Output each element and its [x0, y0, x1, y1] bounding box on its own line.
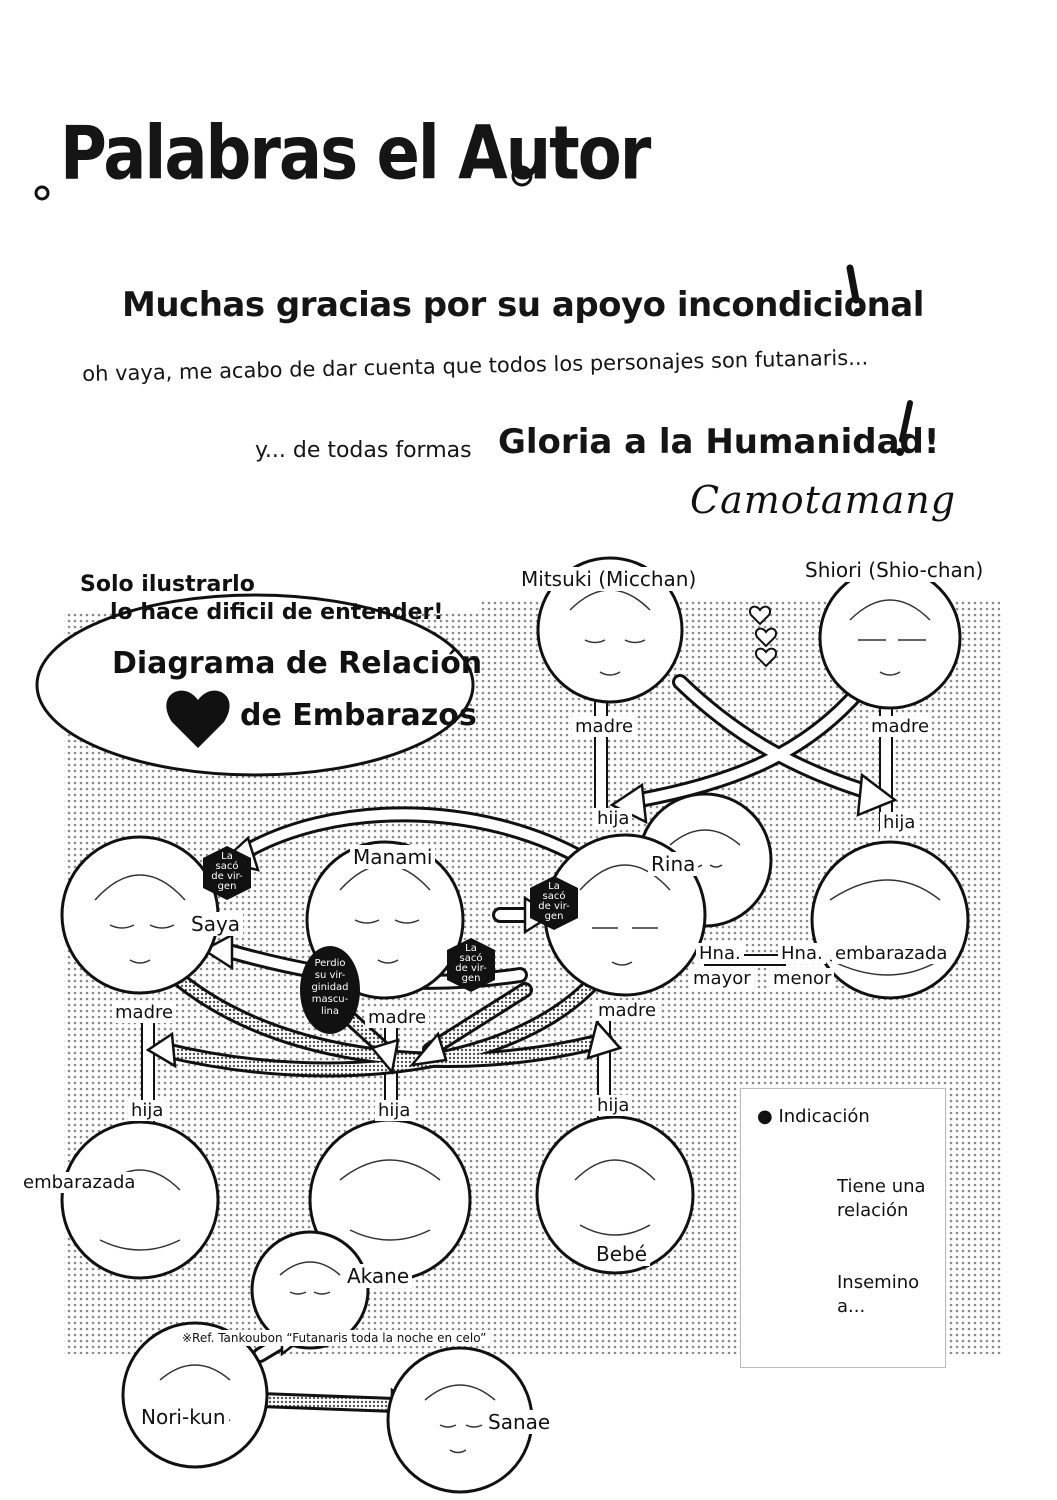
diagram-title-line-2: de Embarazos	[240, 698, 477, 733]
title-dot-right	[511, 165, 533, 187]
name-sanae: Sanae	[485, 1410, 554, 1434]
label-madre-main: madre	[595, 1000, 660, 1021]
anyway-prefix: y... de todas formas	[255, 438, 472, 463]
label-hna-mayor-1: Hna.	[696, 943, 744, 964]
label-embarazada-right: embarazada	[832, 943, 951, 964]
label-hija-rina: hija	[594, 808, 633, 829]
badge-manami	[447, 938, 495, 992]
label-madre-manami: madre	[365, 1007, 430, 1028]
name-bebe: Bebé	[593, 1242, 651, 1266]
name-shiori: Shiori (Shio-chan)	[802, 558, 987, 582]
name-rina: Rina	[648, 852, 699, 876]
label-hija-manami: hija	[375, 1100, 414, 1121]
header-decor	[34, 165, 913, 456]
name-akane: Akane	[344, 1264, 413, 1288]
glory-line: Gloria a la Humanidad!	[498, 422, 940, 462]
event-badges	[203, 846, 578, 1034]
label-hija-saya: hija	[128, 1100, 167, 1121]
name-mitsuki: Mitsuki (Micchan)	[518, 567, 700, 591]
reference-note: ※Ref. Tankoubon “Futanaris toda la noche…	[178, 1330, 491, 1346]
name-manami: Manami	[350, 845, 436, 869]
portrait-mitsuki	[536, 556, 684, 704]
name-nori: Nori-kun	[138, 1405, 229, 1429]
label-embarazada-left: embarazada	[20, 1172, 139, 1193]
badge-perdio	[300, 946, 360, 1034]
diagram-title-line-1: Diagrama de Relación	[112, 646, 483, 681]
label-hna-menor-1: Hna.	[778, 943, 826, 964]
exclaim-1-icon	[846, 264, 860, 304]
label-madre-mitsuki: madre	[572, 716, 637, 737]
page-title: Palabras el Autor	[60, 112, 651, 198]
portrait-embarazada-left	[60, 1120, 220, 1280]
bubble-line-2: lo hace dificil de entender!	[110, 600, 444, 625]
title-dot-left	[34, 185, 50, 201]
badge-main	[530, 876, 578, 930]
label-madre-shiori: madre	[868, 716, 933, 737]
exclaim-2-icon	[899, 400, 913, 443]
legend-title: ● Indicación	[757, 1106, 870, 1127]
portrait-bebe	[535, 1115, 695, 1275]
portrait-nori	[121, 1321, 269, 1469]
bubble-line-1: Solo ilustrarlo	[80, 572, 255, 597]
portrait-akane	[250, 1230, 370, 1350]
badge-saya	[203, 846, 251, 900]
hearts-icon	[749, 605, 777, 668]
label-hija-shiori: hija	[880, 812, 919, 833]
diagram-title-ellipse	[35, 593, 475, 777]
label-hna-mayor-2: mayor	[690, 968, 754, 989]
heart-icon	[166, 690, 230, 748]
author-signature: Camotamang	[690, 478, 957, 522]
thanks-line: Muchas gracias por su apoyo incondiciona…	[122, 285, 924, 325]
name-saya: Saya	[188, 912, 244, 936]
label-hna-menor-2: menor	[770, 968, 835, 989]
label-hija-main: hija	[594, 1095, 633, 1116]
portrait-shiori	[818, 566, 962, 710]
label-madre-saya: madre	[112, 1002, 177, 1023]
